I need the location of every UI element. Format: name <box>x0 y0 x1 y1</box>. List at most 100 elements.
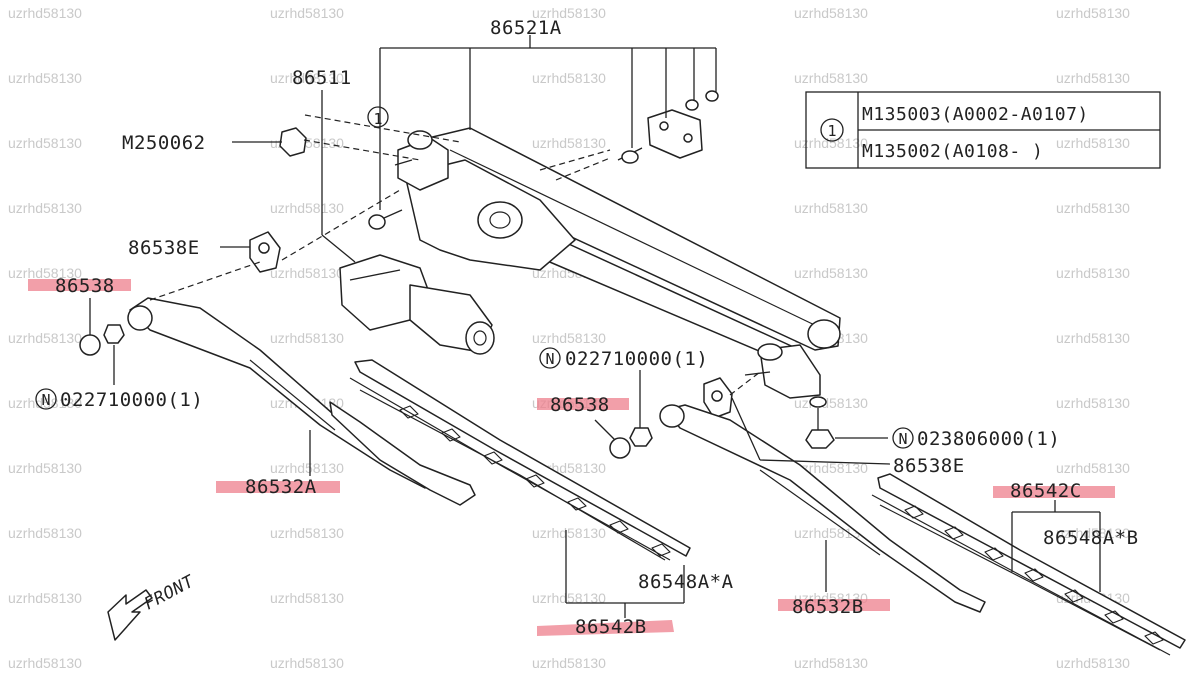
nut-right <box>805 429 835 449</box>
marker-n-left: N <box>41 391 50 409</box>
watermark-text: uzrhd58130 <box>1056 460 1130 476</box>
watermark-text: uzrhd58130 <box>1056 655 1130 671</box>
watermark-text: uzrhd58130 <box>794 200 868 216</box>
watermark-text: uzrhd58130 <box>794 265 868 281</box>
wiper-motor <box>339 254 495 355</box>
cap-86538-left <box>79 334 101 356</box>
watermark-text: uzrhd58130 <box>1056 330 1130 346</box>
blade-clip <box>1144 631 1164 645</box>
watermark-text: uzrhd58130 <box>270 590 344 606</box>
watermark-text: uzrhd58130 <box>532 525 606 541</box>
watermark-text: uzrhd58130 <box>532 70 606 86</box>
watermark-text: uzrhd58130 <box>270 265 344 281</box>
watermark-text: uzrhd58130 <box>794 525 868 541</box>
watermark-text: uzrhd58130 <box>1056 135 1130 151</box>
legend-table: 1 M135003(A0002-A0107) M135002(A0108- ) <box>805 91 1161 169</box>
watermark-text: uzrhd58130 <box>8 70 82 86</box>
blade-clip <box>567 497 587 511</box>
watermark-text: uzrhd58130 <box>8 5 82 21</box>
legend-row-1: M135003(A0002-A0107) <box>862 104 1089 125</box>
watermark-text: uzrhd58130 <box>1056 525 1130 541</box>
blade-clip <box>944 526 964 540</box>
watermark-layer: uzrhd58130 uzrhd58130 uzrhd58130 uzrhd58130… <box>8 5 1130 671</box>
marker-n-mid: N <box>545 350 554 368</box>
label-86542B: 86542B <box>575 616 647 638</box>
watermark-text: uzrhd58130 <box>1056 5 1130 21</box>
watermark-text: uzrhd58130 <box>794 655 868 671</box>
label-86542C: 86542C <box>1010 480 1082 502</box>
wiper-arm-86532A <box>127 297 476 506</box>
watermark-text: uzrhd58130 <box>532 5 606 21</box>
blade-clip <box>525 474 545 488</box>
marker-1: 1 <box>373 110 382 128</box>
watermark-text: uzrhd58130 <box>1056 70 1130 86</box>
label-86532A: 86532A <box>245 476 317 498</box>
watermark-text: uzrhd58130 <box>1056 265 1130 281</box>
blade-clip <box>441 428 461 442</box>
nut-mid <box>629 427 653 447</box>
legend-key: 1 <box>827 122 836 140</box>
nut-left <box>103 324 125 344</box>
grommet-M250062 <box>279 127 307 157</box>
watermark-text: uzrhd58130 <box>8 525 82 541</box>
label-86521A: 86521A <box>490 17 562 39</box>
watermark-text: uzrhd58130 <box>8 395 82 411</box>
label-86548AB: 86548A*B <box>1043 527 1139 549</box>
bracket-upper-right <box>647 109 703 159</box>
watermark-text: uzrhd58130 <box>8 655 82 671</box>
watermark-text: uzrhd58130 <box>270 70 344 86</box>
wiper-blade-86542B <box>349 359 691 561</box>
highlight-86538-mid <box>537 398 629 410</box>
label-nut-left: 022710000(1) <box>60 389 203 411</box>
label-86548AA: 86548A*A <box>638 571 734 593</box>
circle-markers: 1 N N N <box>35 106 914 449</box>
wiper-blade-86542C <box>871 473 1186 656</box>
label-86532B: 86532B <box>792 596 864 618</box>
blade-clip <box>609 520 629 534</box>
watermark-text: uzrhd58130 <box>270 655 344 671</box>
watermark-text: uzrhd58130 <box>1056 200 1130 216</box>
label-M250062: M250062 <box>122 132 206 154</box>
label-86538-left: 86538 <box>55 275 115 297</box>
watermark-text: uzrhd58130 <box>794 395 868 411</box>
watermark-text: uzrhd58130 <box>270 330 344 346</box>
label-86538E-right: 86538E <box>893 455 965 477</box>
watermark-text: uzrhd58130 <box>532 655 606 671</box>
label-86538E-left: 86538E <box>128 237 200 259</box>
front-arrow-icon <box>107 589 153 641</box>
blade-clip <box>904 505 924 519</box>
cap-86538-mid <box>609 437 631 459</box>
watermark-text: uzrhd58130 <box>270 5 344 21</box>
wiper-arm-86532B <box>659 404 986 613</box>
watermark-text: uzrhd58130 <box>1056 395 1130 411</box>
watermark-text: uzrhd58130 <box>794 70 868 86</box>
watermark-text: uzrhd58130 <box>794 135 868 151</box>
marker-n-right: N <box>898 430 907 448</box>
watermark-text: uzrhd58130 <box>8 265 82 281</box>
highlight-86532B <box>778 599 890 611</box>
legend-row-2: M135002(A0108- ) <box>862 141 1043 162</box>
linkage-assembly <box>394 127 841 408</box>
highlight-86538-left <box>28 279 131 291</box>
front-label: FRONT <box>141 571 199 614</box>
bolt-1 <box>368 214 386 230</box>
label-86538-mid: 86538 <box>550 394 610 416</box>
watermark-text: uzrhd58130 <box>794 5 868 21</box>
fasteners <box>279 90 719 230</box>
linkage-end-right <box>807 319 841 349</box>
watermark-text: uzrhd58130 <box>270 525 344 541</box>
dashed-guides <box>149 114 761 396</box>
highlight-86532A <box>216 481 340 493</box>
leader-lines <box>89 35 1101 618</box>
watermark-text: uzrhd58130 <box>270 200 344 216</box>
watermark-text: uzrhd58130 <box>270 460 344 476</box>
watermark-text: uzrhd58130 <box>8 330 82 346</box>
crank-pivot <box>477 201 523 239</box>
front-arrow: FRONT <box>107 571 199 641</box>
part-labels: 86521A 86511 M250062 86538E 86538 022710… <box>55 17 1139 638</box>
watermark-text: uzrhd58130 <box>532 590 606 606</box>
watermark-text: uzrhd58130 <box>8 200 82 216</box>
blade-clip <box>651 543 671 557</box>
label-nut-right: 023806000(1) <box>917 428 1060 450</box>
